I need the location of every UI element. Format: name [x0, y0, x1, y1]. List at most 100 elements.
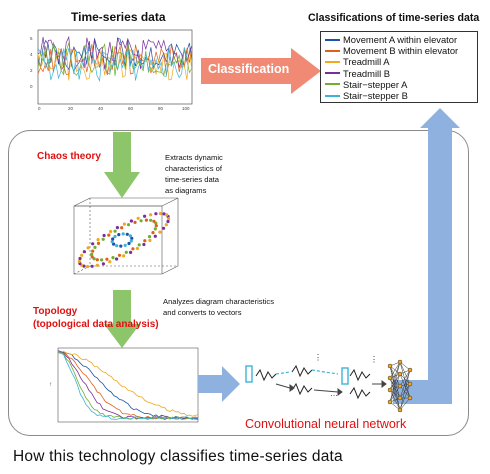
- cnn-node: [387, 399, 393, 405]
- cnn-schematic: ⋮ ⋮ …: [245, 354, 413, 413]
- cnn-filter: [341, 367, 349, 385]
- attractor-point: [86, 246, 90, 250]
- attractor-point: [96, 241, 101, 245]
- topology-description: Analyzes diagram characteristics and con…: [163, 296, 274, 318]
- cnn-node: [397, 371, 403, 377]
- topology-description-line: and converts to vectors: [163, 308, 242, 317]
- legend-item: Movement A within elevator: [325, 34, 473, 45]
- attractor-point: [90, 252, 94, 256]
- attractor-point: [82, 250, 86, 254]
- svg-text:100: 100: [182, 106, 190, 111]
- topology-label-line: (topological data analysis): [33, 319, 159, 330]
- svg-text:4: 4: [30, 52, 33, 57]
- cnn-connection: [399, 361, 411, 385]
- svg-text:40: 40: [98, 106, 104, 111]
- cnn-node: [387, 387, 393, 393]
- legend-label: Movement A within elevator: [343, 34, 458, 46]
- attractor-point: [158, 211, 162, 216]
- timeseries-line: [37, 42, 193, 77]
- svg-text:80: 80: [158, 106, 164, 111]
- legend-item: Stair−stepper B: [325, 90, 473, 101]
- timeseries-line: [37, 47, 193, 82]
- attractor-point: [108, 260, 112, 264]
- attractor-point: [112, 242, 116, 246]
- cnn-connection: [399, 369, 411, 399]
- attractor-point: [154, 212, 158, 216]
- attractor-point: [122, 254, 126, 258]
- timeseries-lines: [37, 35, 193, 82]
- attractor-point: [162, 212, 166, 216]
- attractor-point: [152, 219, 156, 223]
- attractor-point: [109, 229, 113, 234]
- cnn-signals: [255, 364, 371, 400]
- cnn-connection: [399, 373, 411, 385]
- attractor-point: [111, 256, 115, 260]
- attractor-point: [101, 262, 105, 266]
- persistence-curve: [57, 350, 198, 420]
- cnn-node: [387, 375, 393, 381]
- attractor-point: [123, 243, 127, 247]
- attractor-point: [78, 256, 82, 261]
- attractor-point: [126, 223, 131, 227]
- attractor-diagram: [73, 197, 179, 275]
- attractor-point: [144, 218, 148, 222]
- legend-item: Treadmill B: [325, 68, 473, 79]
- legend-item: Movement B within elevator: [325, 45, 473, 56]
- cnn-label: Convolutional neural network: [245, 417, 407, 431]
- legend: Movement A within elevator Movement B wi…: [320, 31, 478, 104]
- svg-text:0: 0: [30, 84, 33, 89]
- figure-caption: How this technology classifies time-seri…: [13, 448, 343, 465]
- svg-text:0: 0: [38, 106, 41, 111]
- attractor-point: [90, 255, 94, 259]
- attractor-point: [101, 237, 105, 241]
- legend-swatch: [325, 49, 340, 52]
- attractor-points: [77, 211, 171, 269]
- cnn-connection: [389, 361, 401, 403]
- attractor-point: [151, 231, 155, 235]
- attractor-point: [124, 250, 128, 254]
- attractor-point: [165, 213, 169, 217]
- attractor-point: [129, 239, 133, 243]
- attractor-point: [125, 232, 129, 236]
- attractor-point: [136, 216, 140, 220]
- cnn-node: [397, 359, 403, 365]
- cnn-node: [407, 381, 413, 387]
- cnn-dots-vertical: ⋮: [314, 354, 322, 362]
- attractor-point: [143, 239, 147, 243]
- feedback-arrow-up: [420, 108, 460, 404]
- cnn-node: [387, 363, 393, 369]
- cnn-connection: [399, 383, 411, 411]
- attractor-point: [86, 264, 90, 269]
- process-frame: [8, 130, 469, 436]
- cnn-arrows: [275, 380, 387, 396]
- attractor-point: [143, 214, 147, 218]
- timeseries-line: [37, 37, 193, 71]
- attractor-point: [90, 264, 94, 268]
- attractor-point: [164, 223, 168, 227]
- cnn-node: [397, 383, 403, 389]
- classifications-title: Classifications of time-series data: [308, 12, 480, 24]
- attractor-point: [120, 226, 124, 230]
- attractor-point: [102, 233, 106, 238]
- chaos-description-line: characteristics of: [165, 164, 222, 173]
- attractor-point: [149, 218, 153, 222]
- cnn-connection: [399, 361, 411, 399]
- attractor-point: [142, 242, 146, 247]
- attractor-point: [113, 229, 117, 233]
- cnn-connection: [389, 373, 401, 403]
- persistence-curves: [57, 350, 199, 420]
- attractor-point: [149, 213, 153, 217]
- attractor-point: [115, 257, 119, 261]
- attractor-point: [137, 243, 141, 247]
- attractor-point: [133, 220, 137, 224]
- attractor-point: [100, 258, 104, 262]
- attractor-point: [162, 226, 166, 230]
- classification-label: Classification: [208, 62, 290, 76]
- attractor-point: [113, 234, 117, 239]
- legend-label: Treadmill B: [343, 67, 391, 79]
- attractor-point: [80, 253, 84, 257]
- legend-swatch: [325, 72, 340, 75]
- attractor-point: [154, 224, 158, 228]
- attractor-point: [82, 264, 86, 268]
